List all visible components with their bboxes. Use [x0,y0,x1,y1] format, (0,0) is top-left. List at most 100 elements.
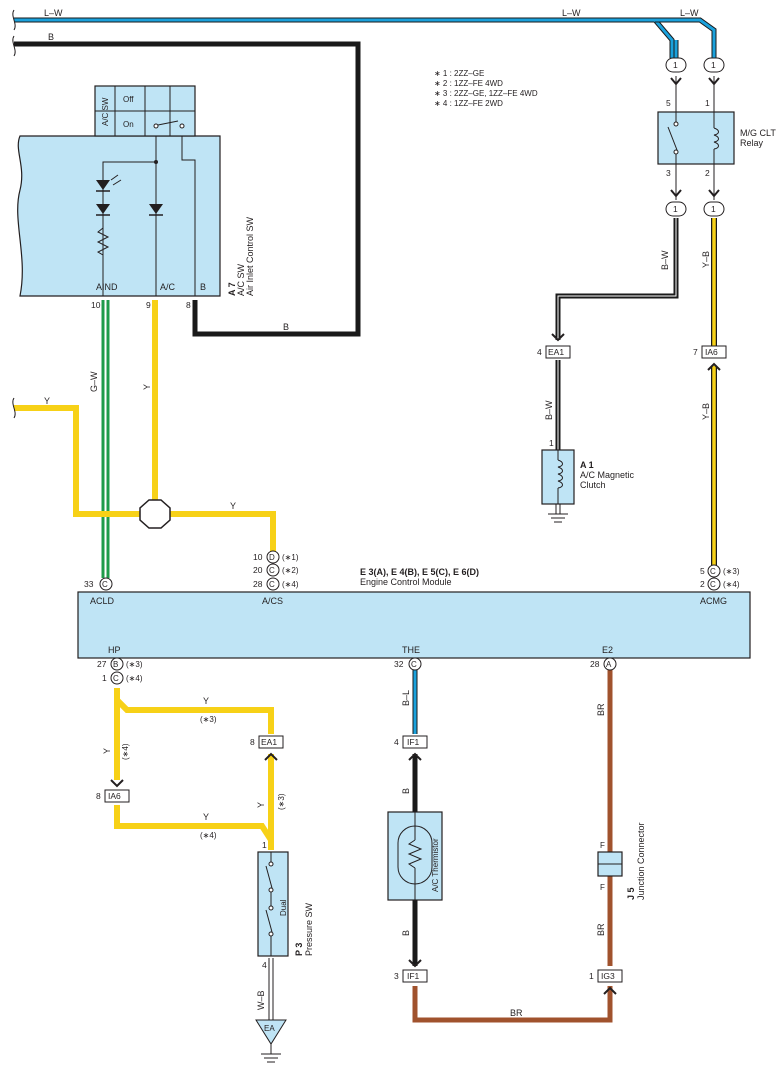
sw-off-label: Off [123,95,134,104]
ecm-pin-acmg: ACMG [700,596,727,606]
ecm-pin-the: THE [402,645,420,655]
sw-on-label: On [123,120,134,129]
ig3-connector [597,969,623,995]
jc-code: J 5 [626,887,636,900]
ecm-pin-28b: 28 [590,659,600,669]
ecm-c-1: C [113,674,119,683]
note-3: ∗ 3 : 2ZZ–GE, 1ZZ–FE 4WD [434,89,538,98]
if1-connector-bottom [402,959,428,983]
wire-label-y-2: Y [142,384,152,390]
ecm-c-20: C [269,566,275,575]
wire-wb-clutch [555,504,561,514]
wire-label-bw-2: B–W [544,400,554,420]
sw-acsw-label: A/C SW [101,97,110,126]
ecm-pin-e2: E2 [602,645,613,655]
wire-b-black [14,41,361,337]
sw-code: A 7 [227,282,237,296]
wire-y-hp [114,688,274,850]
ecm-pin-1: 1 [102,673,107,683]
sw-name2: Air Inlet Control SW [245,216,255,296]
ecm-suffix-3b: (∗3) [126,660,143,669]
wire-gw [101,300,110,578]
ia6-lower-pin: 8 [96,791,101,801]
if1-top-pin: 4 [394,737,399,747]
relay-conn-1b: 1 [711,60,716,70]
wire-label-yb-2: Y–B [701,403,711,420]
wire-label-b-1: B [48,32,54,42]
ac-magnetic-clutch [541,449,575,523]
ecm-c-32: C [411,660,417,669]
jc-f-bottom: F [600,883,605,892]
ecm-pin-acs: A/CS [262,596,283,606]
ecm-pin-10: 10 [253,552,263,562]
wire-label-bl: B–L [401,690,411,706]
ecm-pin-32: 32 [394,659,404,669]
sw-pin-ac: A/C [160,282,176,292]
ea1-top-pin: 4 [537,347,542,357]
ac-thermistor [387,811,443,901]
ecm-name: Engine Control Module [360,577,452,587]
ecm-suffix-4a: (∗4) [282,580,299,589]
hp-wire-y-3: Y [203,812,209,822]
wire-label-bw-1: B–W [660,250,670,270]
relay-conn-1a: 1 [673,60,678,70]
wire-bw [555,218,679,450]
ea1-lower-pin: 8 [250,737,255,747]
ia6-top-label: IA6 [705,347,718,357]
ig3-pin: 1 [589,971,594,981]
wire-label-b-2: B [283,322,289,332]
pressure-pin-1: 1 [262,840,267,850]
sw-pin-9: 9 [146,300,151,310]
ecm-c-28: C [269,580,275,589]
if1-bottom-pin: 3 [394,971,399,981]
hp-wire-y-4: Y [256,802,266,808]
wire-label-wb: W–B [256,990,266,1010]
ecm-suffix-2: (∗2) [282,566,299,575]
jc-f-top: F [600,841,605,850]
relay-name1: M/G CLT [740,128,776,138]
pressure-dual: Dual [279,899,288,916]
wire-label-lw-3: L–W [680,8,699,18]
wire-wb [268,958,274,1020]
wire-label-b-3: B [401,788,411,794]
pressure-pin-4: 4 [262,960,267,970]
ecm-c-27: B [113,660,118,669]
sw-pin-aind: AIND [96,282,118,292]
ig3-label: IG3 [601,971,615,981]
hp-note-3b: (∗3) [277,793,286,810]
relay-pin-2: 2 [705,168,710,178]
ecm-suffix-3a: (∗3) [723,567,740,576]
ia6-connector-lower [104,779,130,803]
relay-pin-1: 1 [705,98,710,108]
wire-y-main [14,300,276,552]
wire-label-lw-2: L–W [562,8,581,18]
junction-connector [597,851,623,877]
ecm-connector-circles [99,550,721,685]
relay-pin-5: 5 [666,98,671,108]
ecm-pin-acld: ACLD [90,596,115,606]
wire-label-b-4: B [401,930,411,936]
if1-top-label: IF1 [407,737,420,747]
clutch-code: A 1 [580,460,594,470]
ia6-connector-top [701,345,727,371]
ecm-suffix-4b: (∗4) [723,580,740,589]
sw-pin-10: 10 [91,300,101,310]
relay-connectors [665,57,725,217]
relay-name2: Relay [740,138,764,148]
ea1-connector-top [545,333,571,359]
ia6-top-pin: 7 [693,347,698,357]
ecm-suffix-4c: (∗4) [126,674,143,683]
ecm-pin-27: 27 [97,659,107,669]
sw-name1: A/C SW [236,263,246,296]
relay-pin-3: 3 [666,168,671,178]
ecm-codes: E 3(A), E 4(B), E 5(C), E 6(D) [360,567,479,577]
relay-conn-1d: 1 [711,204,716,214]
ecm-suffix-1: (∗1) [282,553,299,562]
clutch-name1: A/C Magnetic [580,470,635,480]
wire-br [412,670,613,1023]
wire-label-y-1: Y [44,396,50,406]
ecm-pin-hp: HP [108,645,121,655]
if1-connector-top [402,735,428,761]
ea1-connector-lower [258,735,284,761]
note-2: ∗ 2 : 1ZZ–FE 4WD [434,79,503,88]
